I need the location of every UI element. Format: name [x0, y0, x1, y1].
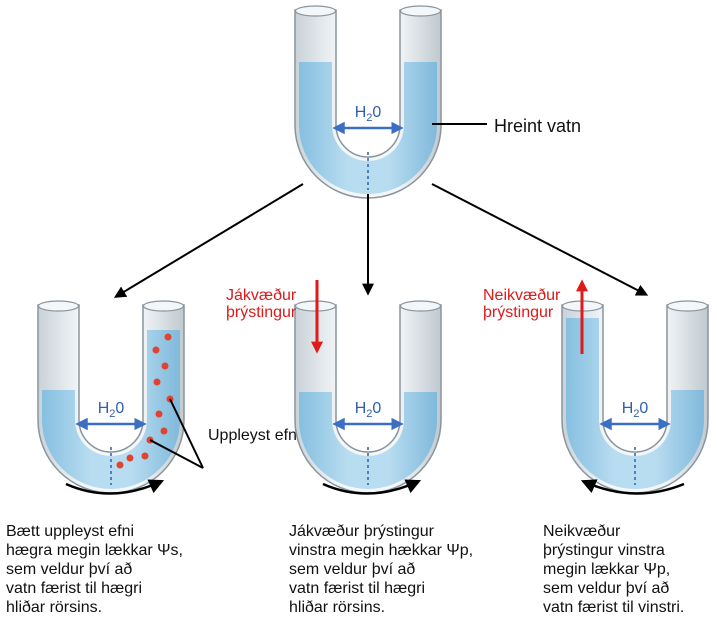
flow-arrow-right — [322, 479, 422, 495]
arrow-to-right — [431, 183, 649, 296]
h2o-label: H20 — [355, 400, 382, 420]
h2o-label: H20 — [622, 400, 649, 420]
right-caption: Neikvæður þrýstingur vinstra megin lækka… — [543, 523, 685, 616]
h2o-label: H20 — [355, 104, 382, 124]
negative-pressure-label-2: þrýstingur — [483, 304, 554, 321]
tube-rim-right — [142, 300, 185, 312]
positive-pressure-label-1: Jákvæður — [226, 287, 297, 304]
arrow-to-left — [113, 183, 304, 298]
flow-arrow-left — [580, 479, 685, 495]
solute-leader-1 — [169, 398, 204, 469]
h2o-label: H20 — [98, 400, 125, 420]
tube-rim-left — [294, 5, 337, 17]
tube-water — [299, 62, 437, 194]
right-u-tube: H20 Neikvæður þrýstingur — [483, 279, 709, 495]
flow-arrow-right — [65, 479, 165, 495]
tube-rim-right — [666, 300, 709, 312]
tube-water — [42, 330, 180, 489]
tube-water — [566, 318, 704, 489]
tube-rim-left — [37, 300, 80, 312]
middle-caption: Jákvæður þrýstingur vinstra megin hækkar… — [289, 523, 474, 616]
tube-rim-right — [399, 5, 442, 17]
middle-u-tube: H20 Jákvæður þrýstingur — [226, 280, 442, 495]
left-caption: Bætt uppleyst efni hægra megin lækkar Ψs… — [6, 523, 183, 616]
pure-water-label: Hreint vatn — [494, 116, 581, 136]
solute-leader-2 — [149, 439, 204, 469]
top-u-tube: H20 Hreint vatn — [294, 5, 581, 199]
tube-water — [299, 392, 437, 489]
left-u-tube: H20 Uppleyst efni — [37, 300, 301, 495]
tube-rim-right — [399, 300, 442, 312]
negative-pressure-label-1: Neikvæður — [483, 287, 561, 304]
solute-label: Uppleyst efni — [208, 427, 301, 444]
positive-pressure-label-2: þrýstingur — [226, 304, 297, 321]
